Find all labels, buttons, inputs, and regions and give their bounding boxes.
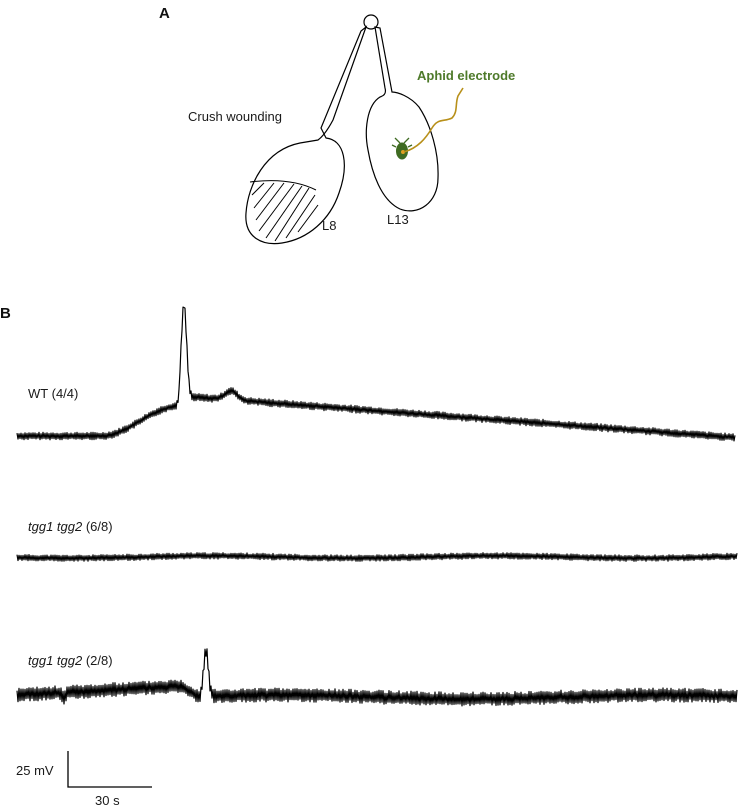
panel-b: B WT (4/4) tgg1 tgg2 (6/8) tgg1 tgg2 (2/… [0, 305, 738, 808]
plant-node [363, 14, 379, 30]
crush-hatching [249, 180, 319, 242]
trace-wt [16, 306, 736, 442]
crush-wounding-label: Crush wounding [188, 109, 282, 124]
electrode-wire [403, 87, 464, 153]
scale-bar-voltage-label: 25 mV [16, 763, 54, 778]
panel-b-letter: B [0, 305, 11, 322]
trace-tgg-2of8 [16, 648, 738, 707]
trace-label-tgg-6of8: tgg1 tgg2 (6/8) [28, 519, 113, 534]
trace-genotype: tgg1 tgg2 [28, 653, 83, 668]
trace-count: (6/8) [86, 519, 113, 534]
panel-a: A Aphid electrode Crush wounding L8 L13 [159, 5, 515, 245]
scale-bar: 25 mV 30 s [16, 751, 152, 808]
trace-count: (2/8) [86, 653, 113, 668]
scale-bar-time-label: 30 s [95, 793, 120, 808]
leaf-l13-label: L13 [387, 212, 409, 227]
scale-bar-lines [67, 751, 152, 788]
leaf-l13-outline [365, 26, 439, 212]
trace-tgg-6of8 [16, 552, 738, 562]
trace-count: (4/4) [52, 386, 79, 401]
panel-a-letter: A [159, 5, 170, 22]
trace-label-tgg-2of8: tgg1 tgg2 (2/8) [28, 653, 113, 668]
leaf-l8-outline [245, 25, 368, 245]
trace-label-wt: WT (4/4) [28, 386, 78, 401]
electrode-tip-icon [401, 150, 405, 154]
aphid-legs-icon [391, 137, 413, 148]
leaf-l8-label: L8 [322, 218, 336, 233]
trace-genotype: WT [28, 386, 48, 401]
trace-genotype: tgg1 tgg2 [28, 519, 83, 534]
electrode-label: Aphid electrode [417, 68, 515, 83]
